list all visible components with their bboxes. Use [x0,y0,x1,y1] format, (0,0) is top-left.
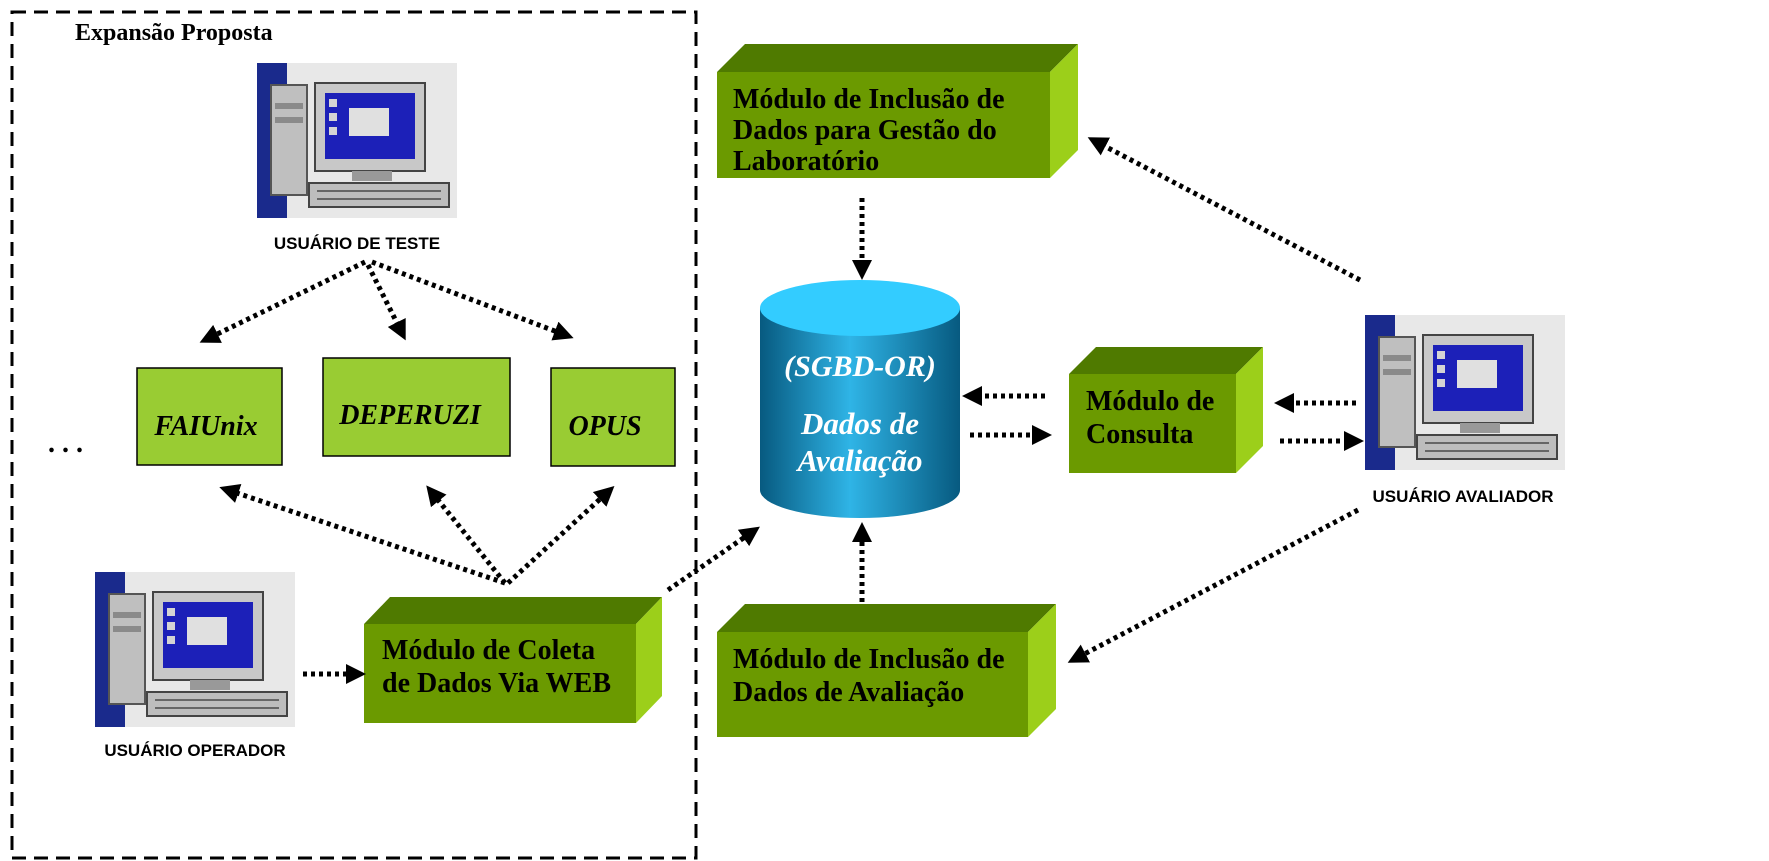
module-consulta: Módulo de Consulta [1069,347,1263,473]
arrow-avaliador-to-avaliacao [1067,507,1360,663]
tool-opus: OPUS [550,367,676,467]
module-avaliacao: Módulo de Inclusão de Dados de Avaliação [717,604,1056,737]
module-gestao-line1: Módulo de Inclusão de [733,84,1005,115]
user-avaliador: USUÁRIO AVALIADOR [1364,314,1566,506]
tool-faiunix: FAIUnix [136,367,283,466]
arrow-coleta-to-database [666,526,760,593]
module-gestao-line2: Dados para Gestão do [733,115,997,146]
tool-deperuzi: DEPERUZI [322,357,511,457]
database-line2: Dados de [800,406,919,441]
module-avaliacao-line2: Dados de Avaliação [733,677,964,708]
arrow-coleta-to-deperuzi [426,485,507,585]
module-coleta: Módulo de Coleta de Dados Via WEB [364,597,662,723]
module-consulta-line2: Consulta [1086,419,1193,450]
tool-opus-label: OPUS [568,411,641,442]
module-gestao: Módulo de Inclusão de Dados para Gestão … [717,44,1078,178]
module-avaliacao-line1: Módulo de Inclusão de [733,644,1005,675]
more-tools-ellipsis: . . . [48,428,83,459]
database-line1: (SGBD-OR) [784,350,936,383]
user-operador: USUÁRIO OPERADOR [94,571,296,760]
computer-icon [94,571,296,728]
user-operador-label: USUÁRIO OPERADOR [104,741,285,760]
arrow-teste-to-faiunix [199,259,367,343]
tool-deperuzi-label: DEPERUZI [338,400,482,431]
arrow-avaliador-to-gestao [1087,137,1362,283]
expansion-region-border [10,10,698,860]
user-teste-label: USUÁRIO DE TESTE [274,234,440,253]
module-gestao-line3: Laboratório [733,146,879,177]
module-coleta-line2: de Dados Via WEB [382,668,611,699]
arrow-coleta-to-faiunix [219,483,506,586]
arrow-teste-to-deperuzi [365,263,406,341]
user-avaliador-label: USUÁRIO AVALIADOR [1372,487,1553,506]
user-teste: USUÁRIO DE TESTE [256,62,458,253]
flow-arrows [199,137,1364,684]
database-cylinder: (SGBD-OR) Dados de Avaliação [760,280,960,518]
computer-icon [1364,314,1566,471]
region-title: Expansão Proposta [75,20,273,46]
tool-faiunix-label: FAIUnix [153,411,257,442]
database-line3: Avaliação [795,443,922,478]
arrow-teste-to-opus [371,259,574,341]
module-coleta-line1: Módulo de Coleta [382,635,595,666]
computer-icon [256,62,458,219]
arrow-coleta-to-opus [506,485,615,585]
module-consulta-line1: Módulo de [1086,386,1214,417]
